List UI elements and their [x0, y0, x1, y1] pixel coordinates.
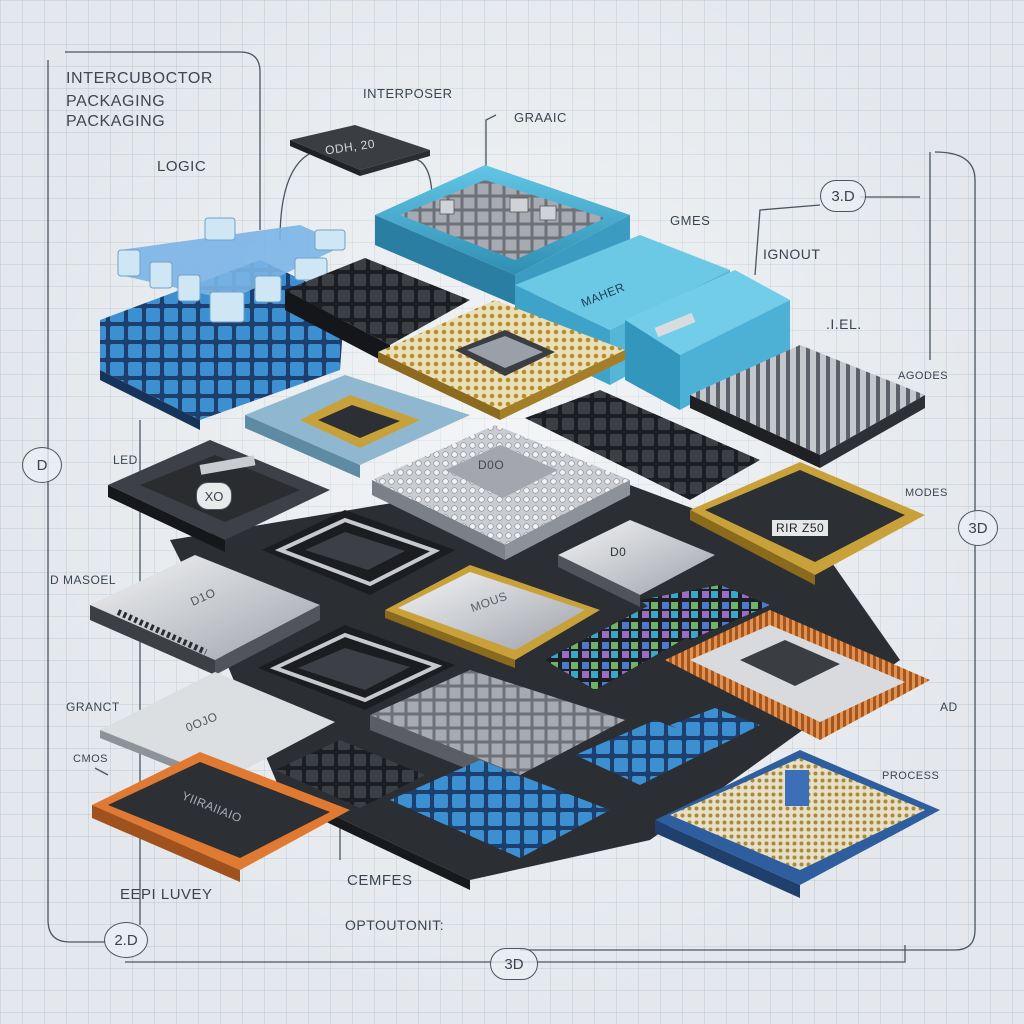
gray-chip-text: D0O: [478, 458, 505, 472]
graaic-label: GRAAIC: [514, 110, 567, 125]
gold-frame-chip: [385, 565, 600, 668]
ad-label: AD: [940, 700, 958, 714]
right-qfp-chip: [690, 462, 925, 585]
blue-cell-grid: [390, 708, 760, 858]
framed-dark-chip: [262, 510, 455, 595]
gmes-label: GMES: [670, 213, 711, 228]
xo-badge: XO: [196, 482, 232, 510]
dark-chip-grid: [525, 390, 760, 500]
copper-pin-module: [665, 610, 930, 740]
interposer-tile: [290, 125, 430, 176]
small-chip-text: D0: [610, 545, 627, 559]
modes-label: MODES: [905, 487, 948, 499]
framed-chip-lower: [258, 625, 455, 710]
teal-graaic-board: [375, 165, 630, 305]
right-chip-text: RIR Z50: [772, 520, 829, 536]
d-masoel-label: D MASOEL: [50, 573, 117, 587]
agodes-label: AGODES: [898, 370, 949, 382]
interposer-label: INTERPOSER: [363, 86, 453, 101]
top-right-3d-circle: 3.D: [820, 180, 866, 212]
process-label: PROCESS: [882, 770, 940, 782]
epi-luvey-label: EEPI LUVEY: [120, 886, 213, 903]
color-cell-grid: [545, 585, 770, 690]
orange-dark-slab: [92, 752, 350, 882]
dark-grid-chip: [285, 258, 470, 365]
gold-bga-chip: [378, 300, 625, 420]
title-line-3: PACKAGING: [66, 113, 166, 130]
title-line-1: INTERCUBOCTOR: [66, 70, 214, 87]
title-line-2: PACKAGING: [66, 93, 166, 110]
cmos-label: CMOS: [73, 753, 108, 765]
logic-label: LOGIC: [157, 158, 207, 175]
optoutonite-label: OPTOUTONIT:: [345, 917, 445, 933]
glass-pinned-chip: [245, 375, 470, 478]
teal-module-b: [625, 270, 790, 410]
ignout-label: IGNOUT: [763, 246, 821, 262]
right-3d-circle: 3D: [958, 510, 998, 546]
blue-base-module: [655, 750, 940, 898]
bottom-2d-circle: 2.D: [104, 922, 148, 958]
bottom-3d-circle: 3D: [490, 948, 538, 980]
blue-logic-block: [100, 217, 346, 430]
lel-label: .I.EL.: [826, 316, 862, 332]
dark-key-grid: [275, 740, 425, 808]
finned-module: [690, 345, 925, 468]
left-d-circle: D: [22, 447, 62, 483]
small-gray-chip: [558, 520, 715, 607]
granct-label: GRANCT: [66, 700, 120, 714]
cemfes-label: CEMFES: [347, 872, 413, 889]
silver-pin-array: [372, 425, 630, 560]
led-label: LED: [113, 453, 138, 467]
silver-masoel-chip: [90, 555, 320, 675]
frame-lines: [47, 51, 976, 963]
